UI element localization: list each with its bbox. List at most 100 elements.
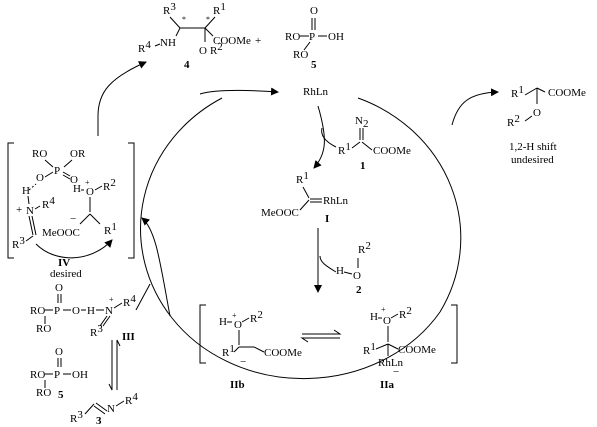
alcohol-h: H (336, 265, 344, 277)
side-r2: R2 (507, 113, 520, 129)
complex-IV: RO OR P O O H + N R4 R3 H + O R2 − MeOOC… (7, 61, 171, 317)
IV-ro2: OR (70, 148, 86, 160)
imine-r3: R3 (70, 409, 83, 425)
p4-stereo-1: * (182, 15, 186, 24)
acid-5-bottom: O RO P OH RO 5 (30, 346, 88, 401)
IIa-r2: R2 (399, 305, 412, 321)
IIb-number: IIb (230, 379, 245, 391)
diazo-r1: R1 (338, 141, 351, 157)
arrow-to-side-product (451, 88, 499, 126)
IV-bond (34, 205, 41, 210)
III-ro2: RO (36, 323, 51, 335)
III-plus: + (109, 295, 114, 304)
III-p: P (54, 305, 60, 317)
alcohol-number: 2 (356, 284, 362, 296)
IV-ro1: RO (32, 148, 47, 160)
IV-o2: O (70, 174, 78, 186)
III-h: H (87, 305, 95, 317)
side-bond (524, 87, 538, 96)
III-o-double: O (55, 282, 63, 294)
imine-r4: R4 (125, 391, 138, 407)
alcohol-bond (343, 271, 353, 275)
IIa-o: O (383, 315, 391, 327)
IV-number: IV (58, 257, 70, 269)
IV-bond (44, 171, 54, 178)
side-coome: COOMe (548, 87, 586, 99)
cycle-arc-left (140, 97, 223, 319)
p4-r1: R1 (213, 1, 226, 17)
IIa-r1: R1 (363, 341, 376, 357)
III-bond (99, 315, 108, 327)
equilibrium-arrow-reverse (300, 337, 340, 343)
a5b-oh: OH (72, 369, 88, 381)
imine-bond (115, 400, 125, 407)
IV-minus: − (70, 213, 76, 225)
IIb-minus: − (240, 356, 246, 368)
bracket-right (451, 304, 458, 364)
arrow-III-to-IV (135, 283, 151, 311)
p4-bond (204, 27, 214, 37)
IV-h2: H (73, 183, 81, 195)
IIb-o: O (234, 319, 242, 331)
a5t-ro1: RO (285, 31, 300, 43)
diazo-bond (351, 141, 361, 149)
IV-bond (89, 213, 101, 225)
side-r1: R1 (511, 84, 524, 100)
III-ro1: RO (30, 305, 45, 317)
a5t-bond (303, 41, 311, 51)
IV-bond (28, 215, 34, 236)
p4-r4: R4 (138, 39, 151, 55)
alcohol-o: O (353, 270, 361, 282)
IV-n: N (26, 205, 34, 217)
IV-plus-n: + (16, 204, 22, 216)
p4-bond (204, 16, 216, 29)
a5t-ro2: RO (293, 49, 308, 61)
IV-plus-o: + (85, 178, 90, 187)
carbene-r1: R1 (296, 170, 309, 186)
IIa-minus: − (393, 366, 399, 378)
arrow-IV-to-product (97, 61, 147, 136)
IIa-plus: + (381, 305, 386, 314)
IV-r2: R2 (103, 177, 116, 193)
diazo-n2: N2 (355, 115, 368, 130)
IV-p: P (54, 165, 60, 177)
IIb-r1: R1 (222, 343, 235, 359)
imine-number: 3 (96, 415, 102, 427)
IIb-bond (233, 346, 240, 353)
III-number: III (122, 331, 135, 343)
side-note-1: 1,2-H shift (509, 141, 557, 153)
carbene-number: I (325, 213, 329, 225)
p4-nh: NH (160, 37, 176, 49)
IIa-bond (390, 313, 399, 319)
p4-number: 4 (184, 59, 190, 71)
acid-5-top: O RO P OH RO 5 (285, 5, 344, 71)
IV-bond (31, 215, 37, 236)
IV-curved-arrow (35, 239, 113, 259)
diazo-number: 1 (360, 160, 366, 172)
IV-r4: R4 (42, 195, 55, 211)
side-bond (536, 87, 546, 93)
IV-r3: R3 (12, 235, 25, 251)
side-bond (524, 115, 533, 122)
a5b-ro2: RO (36, 387, 51, 399)
diazo-bond (361, 141, 373, 151)
III-r3: R3 (90, 323, 103, 339)
IIb-bond (253, 346, 265, 353)
IV-bond (63, 159, 73, 168)
carbene-bond (299, 199, 310, 211)
alcohol-2: R2 H O 2 (314, 228, 371, 296)
plus-sign: + (255, 35, 261, 47)
carbene-bond (302, 186, 310, 199)
p4-bond (175, 27, 181, 37)
arrow-to-catalyst (199, 87, 279, 96)
catalyst-label: RhLn (303, 86, 329, 98)
III-r4: R4 (123, 293, 136, 309)
III-bond (102, 315, 111, 327)
arrow-alcohol-entry (319, 255, 337, 273)
IIa-rhln: RhLn (378, 357, 404, 369)
IIb-bond (241, 317, 250, 323)
IV-bond (25, 235, 34, 242)
arrow-rhln-to-I (313, 105, 325, 169)
